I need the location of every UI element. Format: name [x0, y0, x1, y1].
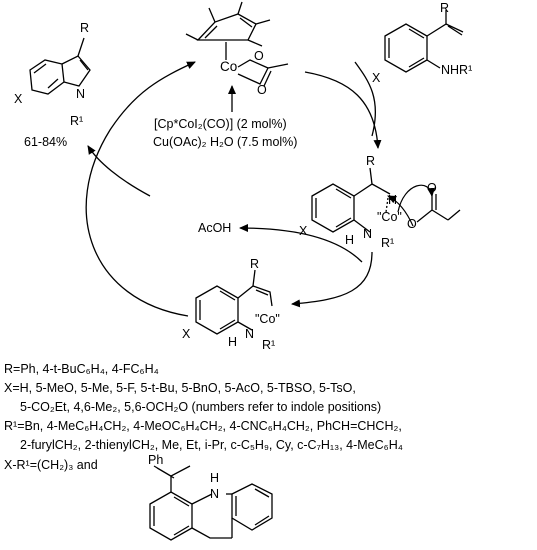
catalyst-co-label: Co [220, 59, 237, 74]
product-r: R [80, 21, 89, 35]
product-structure [29, 37, 91, 95]
intermediate-2-h: H [228, 335, 237, 349]
intermediate-1-o2: O [427, 181, 437, 195]
intermediate-2-x: X [182, 327, 191, 341]
electron-arrow-1 [397, 184, 436, 213]
intermediate-1-h: H [345, 233, 354, 247]
intermediate-1-r: R [366, 154, 375, 168]
electron-arrow-2 [387, 195, 414, 227]
intermediate-2-r1: R¹ [262, 338, 275, 352]
scope-xr-line: X-R¹=(CH₂)₃ and [4, 458, 98, 472]
intermediate-2-r: R [250, 257, 259, 271]
catalyst-line-2: Cu(OAc)₂ H₂O (7.5 mol%) [153, 135, 297, 149]
intermediate-1-o: O [407, 217, 417, 231]
product-n: N [76, 87, 85, 101]
intermediate-1-h-vinyl: H [388, 193, 397, 207]
substrate-nhr: NHR¹ [441, 63, 472, 77]
cyclic-substrate-structure [149, 465, 273, 541]
product-x: X [14, 92, 23, 106]
intermediate-1-x: X [299, 224, 308, 238]
catalyst-line-1: [Cp*CoI₂(CO)] (2 mol%) [154, 117, 287, 131]
scope-x-line-1: X=H, 5-MeO, 5-Me, 5-F, 5-t-Bu, 5-BnO, 5-… [4, 381, 356, 395]
intermediate-1-structure [311, 167, 461, 233]
scope-x-line-2: 5-CO₂Et, 4,6-Me₂, 5,6-OCH₂O (numbers ref… [20, 400, 381, 414]
intermediate-2-n: N [245, 327, 254, 341]
intermediate-1-r1: R¹ [381, 236, 394, 250]
cyclic-substrate-n: N [210, 487, 219, 501]
intermediate-2-co: "Co" [255, 312, 280, 326]
product-r1: R¹ [70, 114, 83, 128]
intermediate-1-co: "Co" [377, 210, 402, 224]
substrate-x: X [372, 71, 381, 85]
cycle-arrows [85, 61, 382, 317]
scope-r-line: R=Ph, 4-t-BuC₆H₄, 4-FC₆H₄ [4, 362, 159, 376]
catalyst-o-1: O [254, 49, 264, 63]
product-yield: 61-84% [24, 135, 67, 149]
substrate-structure [384, 10, 464, 73]
scope-r1-line-2: 2-furylCH₂, 2-thienylCH₂, Me, Et, i-Pr, … [20, 438, 403, 452]
scope-r1-line-1: R¹=Bn, 4-MeC₆H₄CH₂, 4-MeOC₆H₄CH₂, 4-CNC₆… [4, 419, 402, 433]
cyclic-substrate-ph: Ph [148, 453, 163, 467]
catalyst-o-2: O [257, 83, 267, 97]
intermediate-2-structure [195, 269, 273, 335]
substrate-r: R [440, 1, 449, 15]
catalyst-structure [185, 1, 289, 87]
intermediate-1-n: N [363, 227, 372, 241]
cyclic-substrate-h: H [210, 471, 219, 485]
byproduct-acoh: AcOH [198, 221, 231, 235]
